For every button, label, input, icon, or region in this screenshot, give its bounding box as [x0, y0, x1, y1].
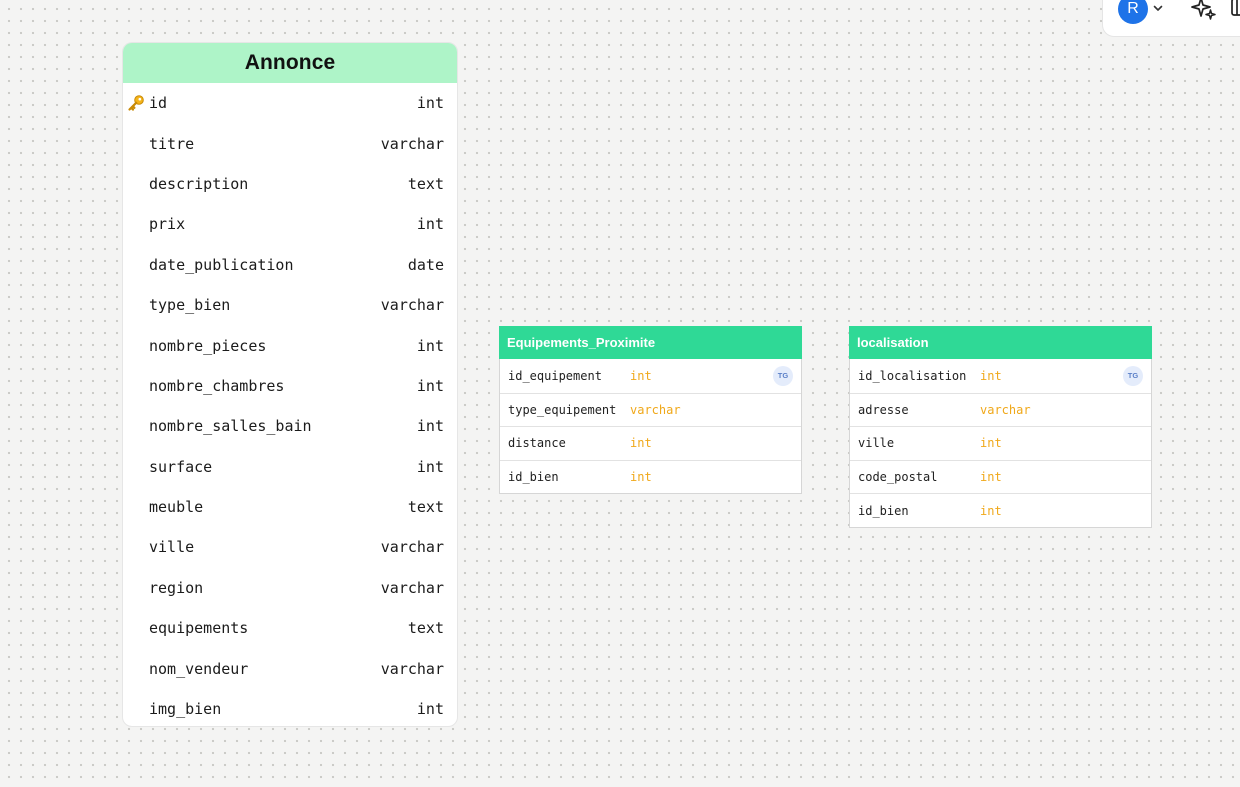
field-name: id_bien: [858, 503, 909, 518]
field-row[interactable]: equipements text: [123, 608, 457, 648]
field-type: date: [407, 255, 444, 274]
field-row[interactable]: code_postal int: [850, 459, 1151, 494]
field-row[interactable]: adresse varchar: [850, 392, 1151, 427]
field-row[interactable]: region varchar: [123, 568, 457, 608]
field-name: surface: [149, 457, 213, 476]
field-row[interactable]: type_equipement varchar: [500, 392, 801, 427]
field-row[interactable]: img_bien int: [123, 689, 457, 726]
field-type: int: [980, 436, 1002, 451]
field-row[interactable]: distance int: [500, 426, 801, 460]
field-row[interactable]: titre varchar: [123, 123, 457, 163]
field-name: type_equipement: [508, 402, 617, 417]
field-row[interactable]: id_equipement int TG: [500, 359, 801, 393]
field-type: int: [416, 417, 444, 436]
field-name: type_bien: [149, 296, 231, 315]
field-name: titre: [149, 134, 195, 153]
field-name: prix: [149, 215, 186, 234]
table-group-badge[interactable]: TG: [1123, 365, 1143, 386]
field-type: int: [980, 470, 1002, 485]
field-row[interactable]: description text: [123, 164, 457, 204]
field-type: int: [416, 94, 444, 113]
field-name: description: [149, 174, 249, 193]
field-type: int: [416, 376, 444, 395]
field-type: int: [630, 368, 652, 383]
field-type: int: [980, 503, 1002, 518]
field-name: nombre_salles_bain: [149, 417, 312, 436]
table-localisation[interactable]: localisation id_localisation int TG adre…: [849, 326, 1152, 528]
field-type: int: [416, 336, 444, 355]
field-row[interactable]: id int: [123, 83, 457, 123]
field-type: text: [407, 498, 444, 517]
field-name: distance: [508, 436, 566, 451]
field-row[interactable]: surface int: [123, 447, 457, 487]
field-name: id_localisation: [858, 368, 967, 383]
field-type: int: [416, 457, 444, 476]
sparkle-icon[interactable]: [1191, 0, 1217, 22]
field-row[interactable]: meuble text: [123, 487, 457, 527]
field-name: adresse: [858, 402, 909, 417]
field-row[interactable]: ville int: [850, 426, 1151, 460]
field-type: int: [416, 700, 444, 719]
field-name: meuble: [149, 498, 204, 517]
table-group-badge[interactable]: TG: [773, 365, 793, 386]
table-equipements-proximite[interactable]: Equipements_Proximite id_equipement int …: [499, 326, 802, 495]
field-type: int: [980, 368, 1002, 383]
field-name: id: [149, 94, 168, 113]
field-name: nom_vendeur: [149, 659, 249, 678]
field-type: varchar: [380, 659, 444, 678]
field-row[interactable]: id_bien int: [500, 459, 801, 494]
primary-key-icon: [128, 95, 144, 111]
field-name: id_bien: [508, 470, 559, 485]
field-row[interactable]: nombre_chambres int: [123, 366, 457, 406]
field-type: varchar: [380, 134, 444, 153]
field-name: code_postal: [858, 470, 938, 485]
field-row[interactable]: date_publication date: [123, 245, 457, 285]
field-type: text: [407, 174, 444, 193]
field-name: nombre_pieces: [149, 336, 267, 355]
field-name: img_bien: [149, 700, 222, 719]
field-row[interactable]: id_bien int: [850, 493, 1151, 527]
field-name: equipements: [149, 619, 249, 638]
panel-icon[interactable]: [1230, 0, 1240, 18]
chevron-down-icon[interactable]: [1152, 3, 1164, 13]
field-type: varchar: [380, 578, 444, 597]
field-name: ville: [858, 436, 895, 451]
field-type: varchar: [380, 296, 444, 315]
field-row[interactable]: nombre_salles_bain int: [123, 406, 457, 446]
field-row[interactable]: id_localisation int TG: [850, 359, 1151, 393]
field-name: date_publication: [149, 255, 294, 274]
field-type: int: [630, 470, 652, 485]
field-name: nombre_chambres: [149, 376, 285, 395]
field-row[interactable]: nombre_pieces int: [123, 325, 457, 365]
field-row[interactable]: ville varchar: [123, 527, 457, 567]
table-equipements-proximite-title[interactable]: Equipements_Proximite: [499, 326, 802, 359]
field-row[interactable]: prix int: [123, 204, 457, 244]
table-localisation-title[interactable]: localisation: [849, 326, 1152, 359]
field-type: varchar: [980, 402, 1031, 417]
table-annonce-title[interactable]: Annonce: [123, 43, 457, 83]
field-type: int: [416, 215, 444, 234]
table-annonce[interactable]: Annonce id int titre varchar description…: [122, 42, 458, 727]
field-type: int: [630, 436, 652, 451]
field-type: text: [407, 619, 444, 638]
field-name: ville: [149, 538, 195, 557]
field-type: varchar: [380, 538, 444, 557]
field-row[interactable]: type_bien varchar: [123, 285, 457, 325]
user-avatar[interactable]: R: [1118, 0, 1148, 24]
field-name: id_equipement: [508, 368, 602, 383]
field-type: varchar: [630, 402, 681, 417]
field-name: region: [149, 578, 204, 597]
field-row[interactable]: nom_vendeur varchar: [123, 648, 457, 688]
